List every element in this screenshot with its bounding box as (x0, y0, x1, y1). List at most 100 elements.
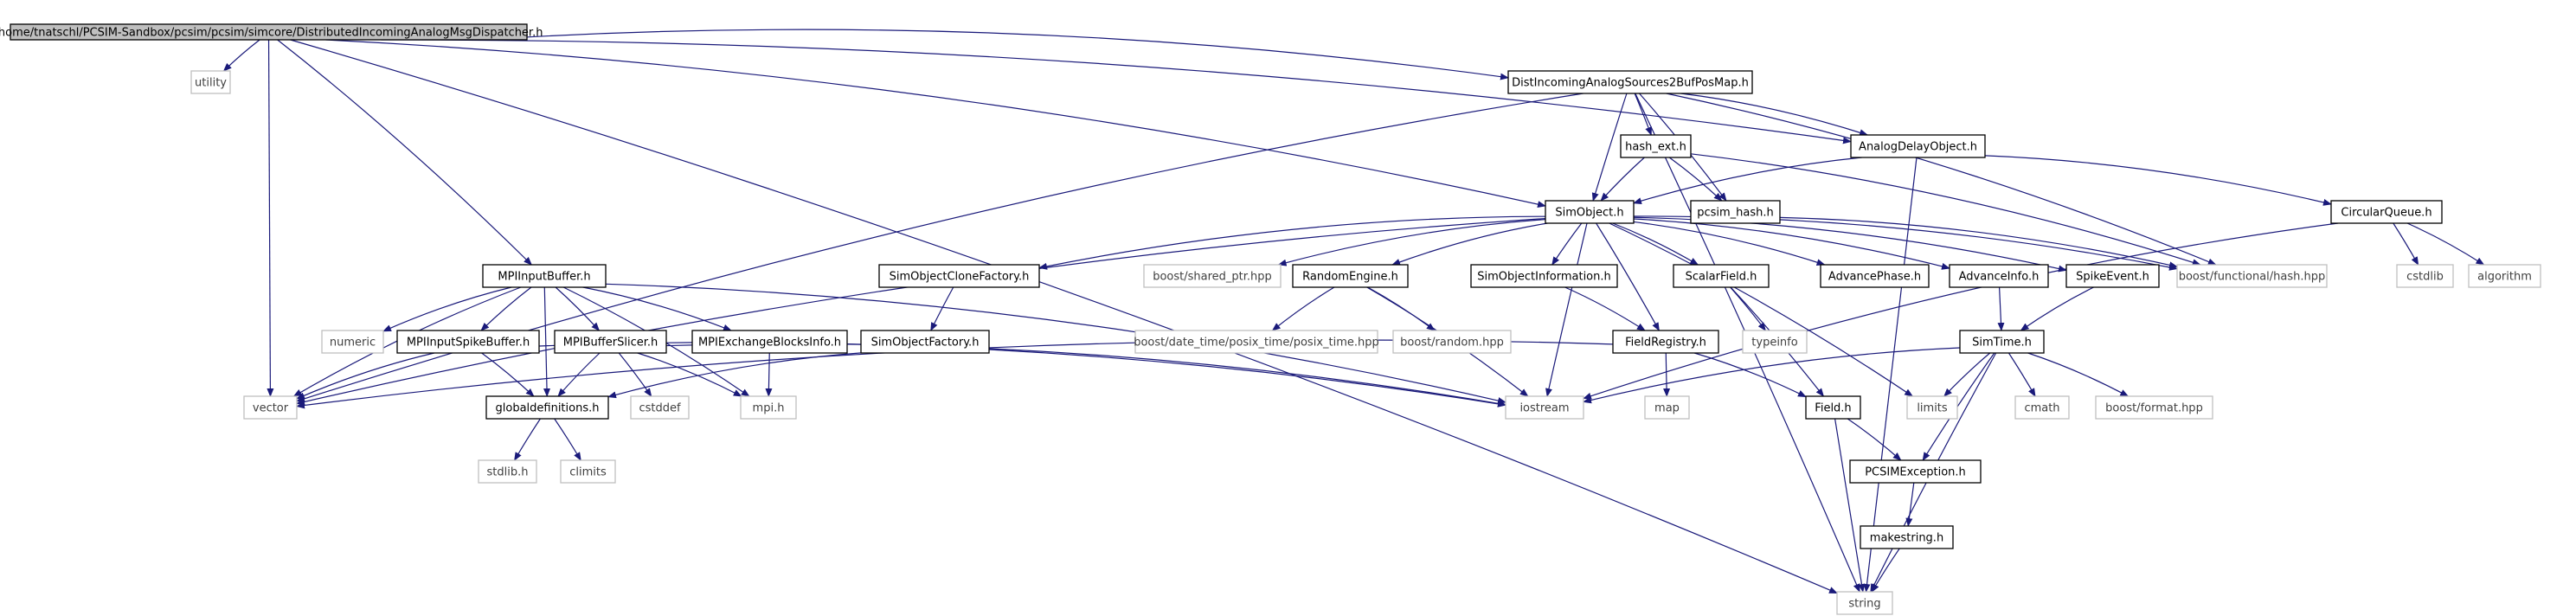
node-hashext[interactable]: hash_ext.h (1620, 134, 1692, 158)
node-box-map (1644, 395, 1690, 420)
node-box-siminfo (1470, 264, 1618, 288)
node-field[interactable]: Field.h (1805, 395, 1861, 420)
edge-fieldregistry-to-field (1693, 352, 1807, 398)
node-stdlib: stdlib.h (478, 459, 537, 484)
node-label-hashext: hash_ext.h (1625, 141, 1686, 154)
node-box-scalarfield (1673, 264, 1770, 288)
node-fieldregistry[interactable]: FieldRegistry.h (1612, 330, 1719, 354)
edge-mpiinput-to-globaldef (543, 286, 550, 397)
edge-fieldregistry-to-map (1663, 352, 1671, 397)
edge-mpiinput-to-mpiexchange (582, 286, 732, 331)
edge-globaldef-to-climits (554, 418, 581, 461)
node-boostrandom: boost/random.hpp (1392, 330, 1512, 354)
node-makestring[interactable]: makestring.h (1860, 525, 1954, 549)
node-label-makestring: makestring.h (1870, 532, 1943, 545)
node-label-mpislicer: MPIBufferSlicer.h (563, 337, 658, 350)
node-label-vector: vector (253, 402, 289, 415)
node-label-typeinfo: typeinfo (1751, 337, 1797, 350)
node-label-iostream: iostream (1519, 402, 1569, 415)
node-box-simtime (1959, 330, 2045, 354)
edge-root-to-analogdelay (381, 39, 1852, 144)
node-label-objFactory: SimObjectFactory.h (871, 337, 980, 350)
node-label-globaldef: globaldefinitions.h (496, 402, 600, 415)
edge-simobject-to-limits (1609, 222, 1914, 397)
node-label-pcsimexc: PCSIMException.h (1865, 466, 1966, 479)
node-label-siminfo: SimObjectInformation.h (1477, 271, 1611, 284)
node-string: string (1836, 591, 1893, 615)
edge-circularqueue-to-cstdlib (2393, 222, 2419, 266)
edge-simobject-to-advanceinfo (1633, 218, 1950, 270)
node-box-limits (1906, 395, 1958, 420)
edge-simtime-to-limits (1943, 352, 1991, 397)
edge-field-to-string (1834, 418, 1866, 593)
node-box-iostream (1505, 395, 1584, 420)
edge-hashext-to-pcsimhash (1668, 157, 1723, 202)
edge-mpispike-to-globaldef (481, 352, 535, 397)
node-randomengine[interactable]: RandomEngine.h (1292, 264, 1409, 288)
edge-simtime-to-iostream (1583, 347, 1961, 404)
node-label-circularqueue: CircularQueue.h (2341, 207, 2431, 220)
node-advanceinfo[interactable]: AdvanceInfo.h (1949, 264, 2049, 288)
node-simtime[interactable]: SimTime.h (1959, 330, 2045, 354)
edge-siminfo-to-fieldregistry (1564, 286, 1646, 331)
node-label-simobject: SimObject.h (1555, 207, 1623, 220)
node-utility: utility (190, 70, 231, 94)
node-analogdelay[interactable]: AnalogDelayObject.h (1850, 134, 1986, 158)
edge-mpiinput-to-iostream (605, 283, 1506, 404)
node-algorithm: algorithm (2468, 264, 2541, 288)
node-objFactory[interactable]: SimObjectFactory.h (860, 330, 990, 354)
node-box-pcsimexc (1849, 459, 1982, 484)
node-box-mpispike (396, 330, 540, 354)
node-label-utility: utility (195, 77, 227, 90)
edge-root-to-utility (222, 39, 260, 72)
edge-makestring-to-string (1871, 548, 1900, 593)
node-label-cmath: cmath (2024, 402, 2059, 415)
node-posixtime: boost/date_time/posix_time/posix_time.hp… (1134, 330, 1379, 354)
node-box-mpiexchange (691, 330, 848, 354)
node-label-mpiinput: MPIInputBuffer.h (498, 271, 590, 284)
node-scalarfield[interactable]: ScalarField.h (1673, 264, 1770, 288)
node-pcsimexc[interactable]: PCSIMException.h (1849, 459, 1982, 484)
node-advancephase[interactable]: AdvancePhase.h (1820, 264, 1930, 288)
edge-root-to-mpiinput (277, 39, 533, 266)
node-box-circularqueue (2330, 200, 2443, 224)
node-iostream: iostream (1505, 395, 1584, 420)
node-siminfo[interactable]: SimObjectInformation.h (1470, 264, 1618, 288)
node-root[interactable]: /home/tnatschl/PCSIM-Sandbox/pcsim/pcsim… (0, 23, 543, 41)
edge-simtime-to-boostformat (2027, 352, 2130, 397)
node-mpislicer[interactable]: MPIBufferSlicer.h (554, 330, 667, 354)
edge-randomengine-to-posixtime (1271, 286, 1335, 331)
edge-pcsimexc-to-makestring (1905, 482, 1915, 527)
node-globaldef[interactable]: globaldefinitions.h (485, 395, 609, 420)
node-label-scalarfield: ScalarField.h (1686, 271, 1757, 284)
node-label-mpiexchange: MPIExchangeBlocksInfo.h (698, 337, 841, 350)
edge-simobject-to-siminfo (1551, 222, 1583, 266)
node-cloneFactory[interactable]: SimObjectCloneFactory.h (878, 264, 1040, 288)
node-label-analogdelay: AnalogDelayObject.h (1859, 141, 1977, 154)
node-mpiinput[interactable]: MPIInputBuffer.h (482, 264, 607, 288)
node-pcsimhash[interactable]: pcsim_hash.h (1690, 200, 1781, 224)
node-simobject[interactable]: SimObject.h (1545, 200, 1635, 224)
node-spikeevent[interactable]: SpikeEvent.h (2065, 264, 2160, 288)
node-box-numeric (321, 330, 384, 354)
node-climits: climits (560, 459, 616, 484)
node-label-root: /home/tnatschl/PCSIM-Sandbox/pcsim/pcsim… (0, 27, 543, 40)
node-box-sharedptr (1143, 264, 1282, 288)
node-mpispike[interactable]: MPIInputSpikeBuffer.h (396, 330, 540, 354)
node-box-mpislicer (554, 330, 667, 354)
edge-root-to-string (290, 39, 1838, 594)
edge-circularqueue-to-algorithm (2406, 222, 2485, 266)
edge-hashext-to-simobject (1600, 157, 1645, 202)
edge-mpiexchange-to-mpih (765, 352, 773, 397)
node-box-pcsimhash (1690, 200, 1781, 224)
node-box-field (1805, 395, 1861, 420)
node-label-boosthash: boost/functional/hash.hpp (2179, 271, 2326, 284)
node-box-boostrandom (1392, 330, 1512, 354)
node-mpiexchange[interactable]: MPIExchangeBlocksInfo.h (691, 330, 848, 354)
node-circularqueue[interactable]: CircularQueue.h (2330, 200, 2443, 224)
node-boostformat: boost/format.hpp (2095, 395, 2213, 420)
node-label-algorithm: algorithm (2477, 271, 2532, 284)
edge-mpiinput-to-numeric (382, 286, 512, 332)
node-distmap[interactable]: DistIncomingAnalogSources2BufPosMap.h (1507, 70, 1753, 94)
edge-distmap-to-simobject (1591, 93, 1628, 202)
